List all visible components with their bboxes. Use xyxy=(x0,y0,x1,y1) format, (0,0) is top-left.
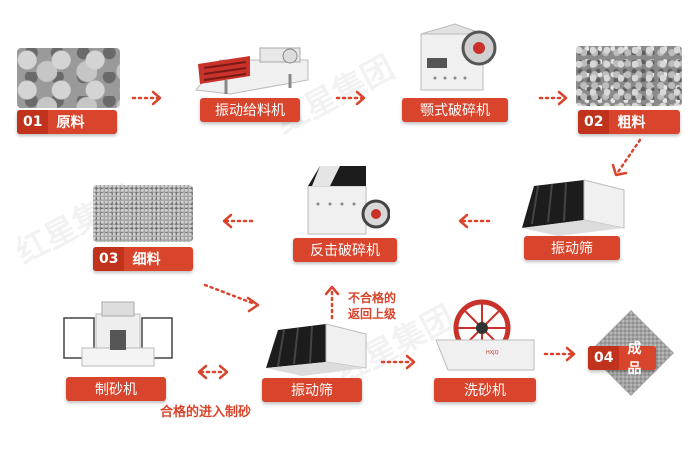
coarse-material-image xyxy=(576,46,682,106)
svg-text:HXJQ: HXJQ xyxy=(486,350,499,356)
step-number: 02 xyxy=(578,110,610,134)
node-title: 成品 xyxy=(627,341,642,377)
step-number: 04 xyxy=(588,346,620,370)
sand-washer-label: 洗砂机 xyxy=(434,378,536,402)
note-line: 返回上级 xyxy=(348,307,397,321)
sand-maker-label: 制砂机 xyxy=(66,377,166,401)
vibrating-screen-label: 振动筛 xyxy=(524,236,620,260)
node-title: 原料 xyxy=(56,115,85,131)
vibrating-screen-label: 振动筛 xyxy=(262,378,362,402)
sand-maker-image xyxy=(63,301,173,367)
node-title: 粗料 xyxy=(617,115,646,131)
vibrating-feeder-image xyxy=(195,47,309,95)
finished-product-label: 04 成品 xyxy=(588,341,656,377)
vibrating-feeder-label: 振动给料机 xyxy=(200,98,300,122)
raw-material-image xyxy=(17,48,120,108)
arrow-fine-to-screen2 xyxy=(203,283,257,306)
impact-crusher-label: 反击破碎机 xyxy=(293,238,397,262)
coarse-material-label: 02 粗料 xyxy=(578,110,680,134)
note-qualified-to-sand-making: 合格的进入制砂 xyxy=(160,405,252,420)
vibrating-screen-image xyxy=(266,323,367,376)
impact-crusher-image xyxy=(307,166,390,235)
jaw-crusher-label: 颚式破碎机 xyxy=(402,98,508,122)
note-unqualified-return: 不合格的 返回上级 xyxy=(348,290,396,322)
note-line: 不合格的 xyxy=(348,291,397,305)
fine-material-image xyxy=(93,185,193,242)
arrow-coarse-to-screen xyxy=(616,138,642,174)
raw-material-label: 01 原料 xyxy=(17,110,117,134)
sand-washer-image: HXJQ xyxy=(435,299,535,371)
node-title: 细料 xyxy=(132,252,161,268)
fine-material-label: 03 细料 xyxy=(93,247,193,271)
step-number: 01 xyxy=(17,110,49,134)
vibrating-screen-image xyxy=(522,179,625,236)
step-number: 03 xyxy=(93,247,125,271)
jaw-crusher-image xyxy=(420,23,497,91)
